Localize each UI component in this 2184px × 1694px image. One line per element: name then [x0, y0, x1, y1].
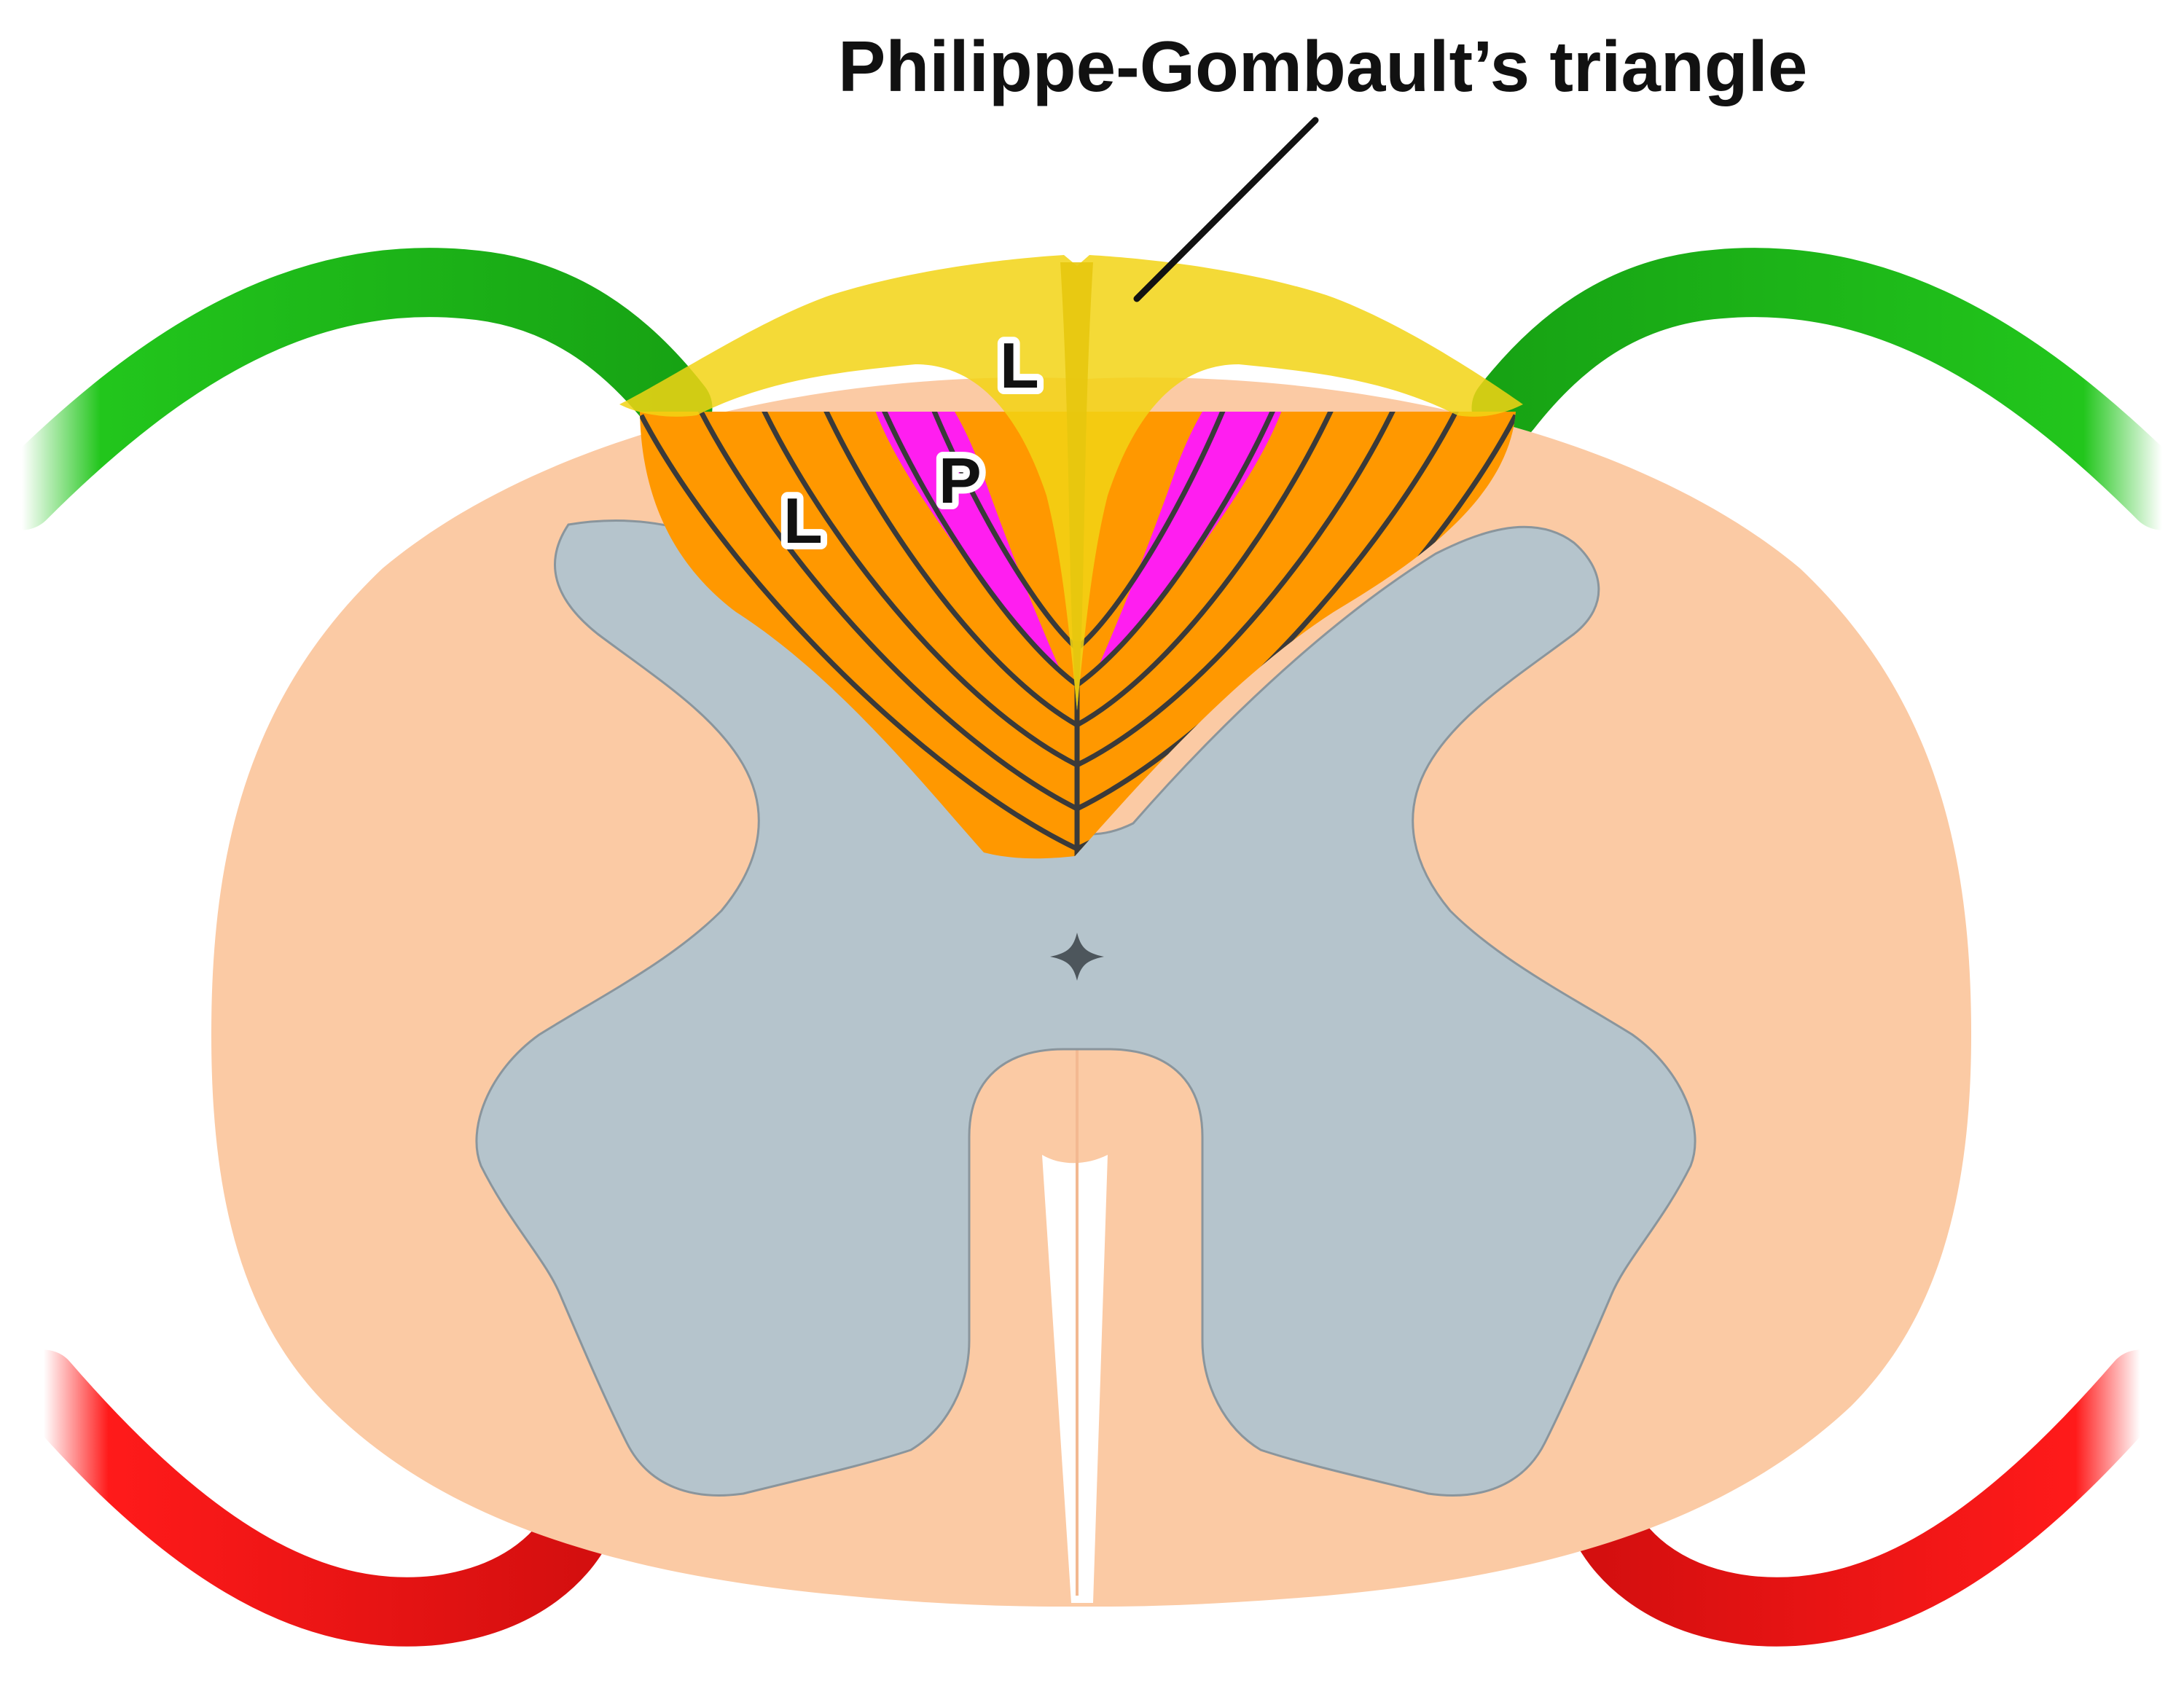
central-canal: [1050, 933, 1104, 981]
label-lateral-left: L: [783, 485, 823, 557]
ventral-root-left: [9, 1349, 618, 1647]
pink-region-left: [863, 412, 1060, 670]
ventral-root-right: [1566, 1349, 2175, 1647]
dorsal-root-left: [0, 248, 713, 530]
label-posterior: P: [939, 444, 982, 517]
triangle-wedge: [1060, 262, 1093, 710]
leader-line: [1133, 117, 1319, 302]
pink-region-right: [1097, 412, 1294, 670]
anterior-median-fissure: [1042, 1155, 1108, 1603]
gray-matter: [475, 519, 1696, 1497]
triangle-title: Philippe-Gombault’s triangle: [838, 26, 1807, 106]
label-lateral-upper: L: [1000, 329, 1039, 401]
dorsal-root-right: [1471, 248, 2184, 530]
